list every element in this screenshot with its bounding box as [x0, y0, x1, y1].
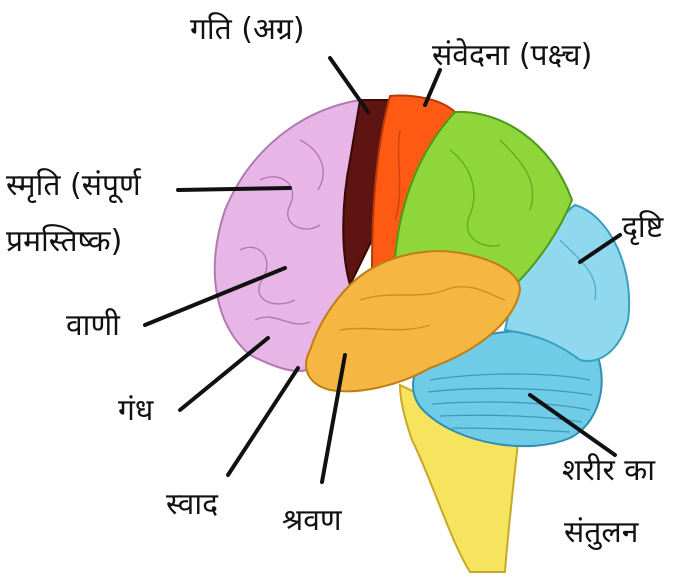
label-smriti-line2: प्रमस्तिष्क): [6, 224, 122, 260]
label-swad: स्वाद: [166, 487, 218, 523]
leader-line-smriti: [178, 188, 290, 190]
label-samvedana: संवेदना (पक्ष्च): [432, 38, 592, 74]
label-shravan: श्रवण: [282, 503, 342, 539]
label-vani: वाणी: [66, 308, 120, 344]
label-gati: गति (अग्र): [190, 12, 305, 48]
label-gandh: गंध: [118, 393, 153, 429]
leader-line-gandh: [180, 338, 268, 410]
label-drishti: दृष्टि: [622, 210, 663, 246]
label-santulan-line2: संतुलन: [564, 515, 638, 551]
leader-line-swad: [228, 368, 298, 475]
label-smriti-line1: स्मृति (संपूर्ण: [6, 168, 141, 204]
label-santulan-line1: शरीर का: [562, 453, 655, 489]
